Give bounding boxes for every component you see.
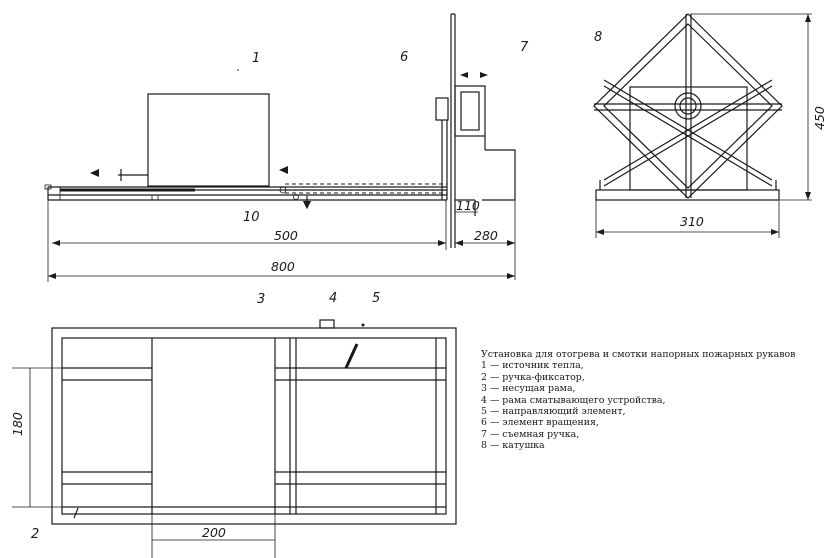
label-1: 1 — [252, 51, 260, 66]
label-3: 3 — [257, 292, 265, 307]
top-view — [12, 319, 457, 558]
dim-310: 310 — [680, 214, 704, 229]
dim-200: 200 — [202, 525, 226, 540]
legend-title: Установка для отогрева и смотки напорных… — [481, 349, 796, 360]
dim-110: 110 — [456, 198, 480, 213]
legend-item: 2 — ручка-фиксатор, — [481, 371, 585, 383]
dim-280: 280 — [474, 228, 498, 243]
dim-800: 800 — [271, 259, 295, 274]
dim-500: 500 — [274, 228, 298, 243]
label-2: 2 — [31, 527, 39, 542]
arrow-left-marker-2 — [279, 166, 288, 174]
label-4: 4 — [329, 291, 337, 306]
legend-item: 5 — направляющий элемент, — [481, 406, 626, 418]
legend-item: 7 — съемная ручка, — [481, 428, 580, 440]
side-view — [44, 13, 516, 282]
label-10: 10 — [243, 210, 260, 225]
legend-item: 3 — несущая рама, — [481, 383, 576, 395]
legend-item: 4 — рама сматывающего устройства, — [481, 394, 666, 406]
label-6: 6 — [400, 50, 408, 65]
legend-item: 1 — источник тепла, — [481, 360, 584, 372]
label-5: 5 — [372, 291, 380, 306]
front-view — [593, 13, 812, 238]
legend-item: 6 — элемент вращения, — [481, 417, 599, 429]
label-8: 8 — [594, 30, 602, 45]
label-7: 7 — [520, 40, 529, 55]
dim-450: 450 — [812, 106, 827, 130]
legend: Установка для отогрева и смотки напорных… — [481, 349, 811, 452]
dim-180: 180 — [10, 412, 25, 436]
heat-source-box — [147, 93, 270, 187]
legend-item: 8 — катушка — [481, 440, 545, 452]
arrow-left-marker — [90, 169, 99, 177]
